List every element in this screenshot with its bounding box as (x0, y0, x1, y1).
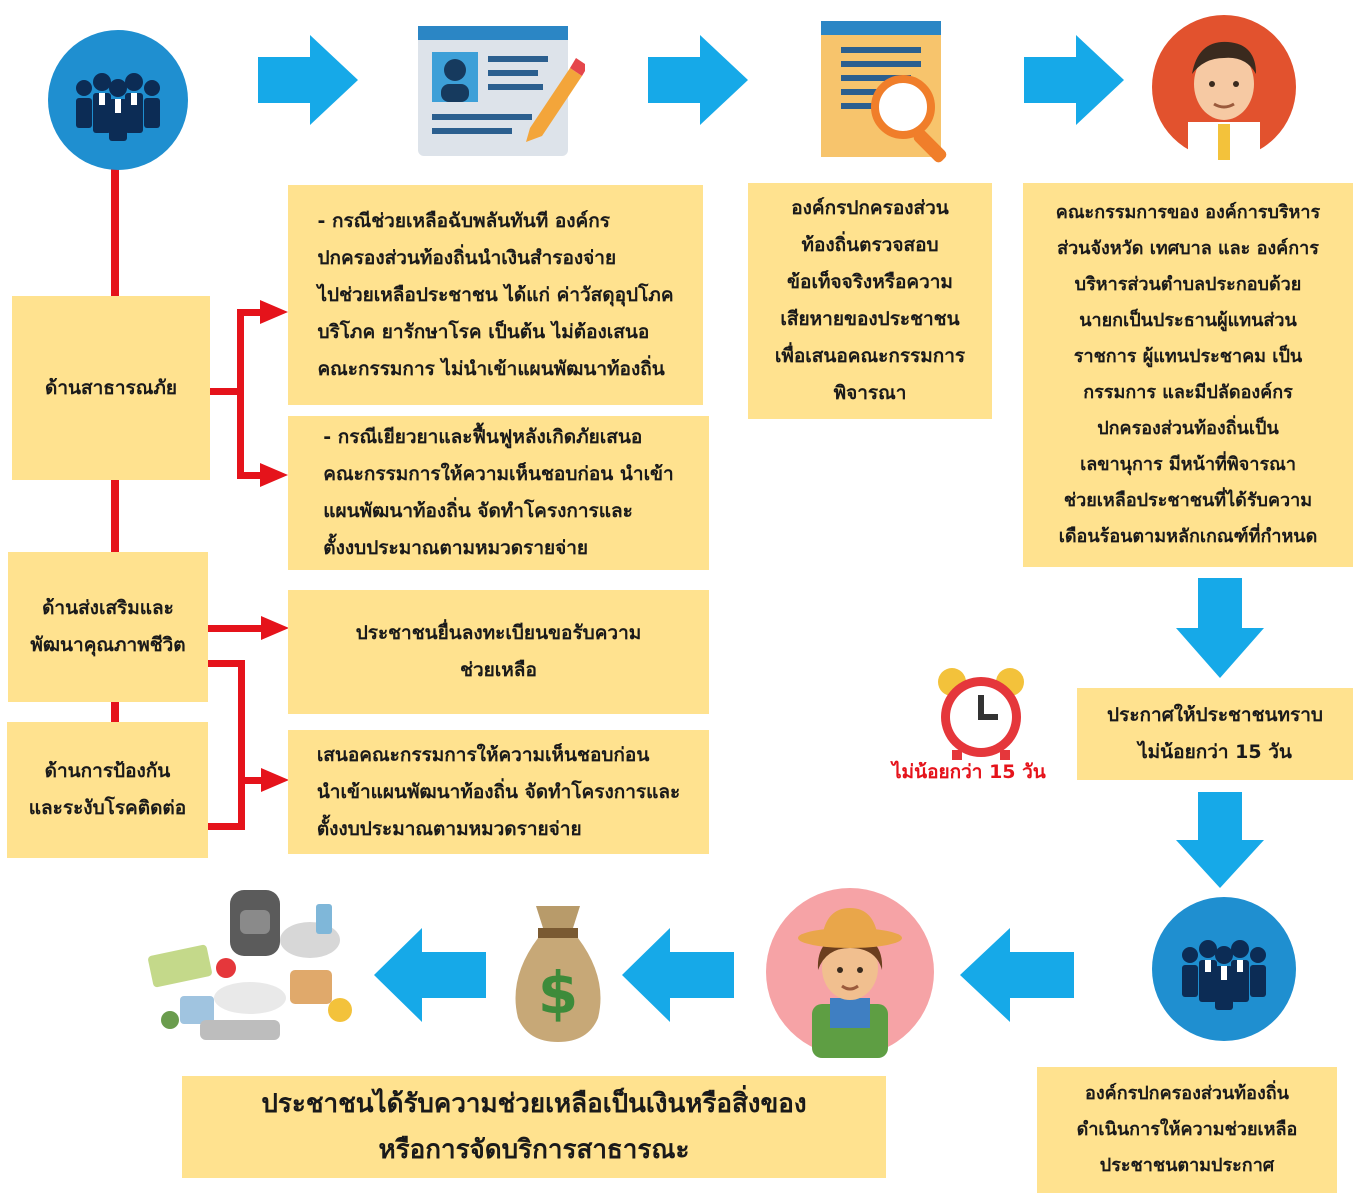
branch-line (237, 309, 262, 316)
branch-line (208, 388, 242, 395)
disease-category-label: ด้านการป้องกัน และระงับโรคติดต่อ (28, 760, 187, 819)
inspection-text: องค์กรปกครองส่วน ท้องถิ่นตรวจสอบ ข้อเท็จ… (774, 197, 966, 404)
blue-arrow-down (1176, 578, 1264, 678)
branch-line (237, 309, 244, 479)
propose-box: เสนอคณะกรรมการให้ความเห็นชอบก่อน นำเข้าแ… (288, 730, 709, 854)
blue-arrow-right (648, 35, 748, 125)
blue-arrow-left (622, 928, 734, 1022)
register-text: ประชาชนยื่นลงทะเบียนขอรับความ ช่วยเหลือ (355, 622, 642, 681)
result-box: ประชาชนได้รับความช่วยเหลือเป็นเงินหรือสิ… (182, 1076, 886, 1178)
implement-box: องค์กรปกครองส่วนท้องถิ่น ดำเนินการให้ควา… (1037, 1067, 1337, 1193)
document-magnifier-icon (821, 21, 947, 163)
blue-arrow-down (1176, 792, 1264, 888)
people-group-icon (48, 30, 188, 170)
register-box: ประชาชนยื่นลงทะเบียนขอรับความ ช่วยเหลือ (288, 590, 709, 714)
red-arrowhead (261, 616, 289, 640)
branch-line (208, 660, 245, 667)
blue-arrow-right (258, 35, 358, 125)
branch-line (238, 777, 263, 784)
recovery-case-box: - กรณีเยียวยาและฟื้นฟูหลังเกิดภัยเสนอ คณ… (288, 416, 709, 570)
spine-line (111, 700, 119, 726)
branch-line (208, 823, 245, 830)
money-bag-icon: $ (515, 906, 601, 1042)
red-arrowhead (261, 768, 289, 792)
alarm-clock-icon (938, 668, 1024, 760)
propose-text: เสนอคณะกรรมการให้ความเห็นชอบก่อน นำเข้าแ… (316, 743, 681, 840)
branch-line (238, 660, 245, 830)
red-arrowhead (260, 463, 288, 487)
farmer-icon (766, 888, 934, 1058)
recovery-case-text: - กรณีเยียวยาและฟื้นฟูหลังเกิดภัยเสนอ คณ… (323, 426, 674, 559)
blue-arrow-right (1024, 35, 1124, 125)
committee-text: คณะกรรมการของ องค์การบริหาร ส่วนจังหวัด … (1055, 202, 1321, 547)
result-text: ประชาชนได้รับความช่วยเหลือเป็นเงินหรือสิ… (261, 1089, 807, 1165)
emergency-case-box: - กรณีช่วยเหลือฉับพลันทันที องค์กร ปกครอ… (288, 185, 703, 405)
committee-box: คณะกรรมการของ องค์การบริหาร ส่วนจังหวัด … (1023, 183, 1353, 567)
disease-category-box: ด้านการป้องกัน และระงับโรคติดต่อ (7, 722, 208, 858)
spine-line (111, 165, 119, 305)
implement-text: องค์กรปกครองส่วนท้องถิ่น ดำเนินการให้ควา… (1076, 1083, 1298, 1176)
clock-duration-label: ไม่น้อยกว่า 15 วัน (892, 761, 1046, 783)
branch-line (237, 472, 262, 479)
official-person-icon (1152, 15, 1296, 162)
quality-of-life-category-box: ด้านส่งเสริมและ พัฒนาคุณภาพชีวิต (8, 552, 208, 702)
emergency-case-text: - กรณีช่วยเหลือฉับพลันทันที องค์กร ปกครอ… (317, 209, 674, 380)
inspection-box: องค์กรปกครองส่วน ท้องถิ่นตรวจสอบ ข้อเท็จ… (748, 183, 992, 419)
relief-goods-icon (148, 890, 352, 1040)
quality-of-life-category-label: ด้านส่งเสริมและ พัฒนาคุณภาพชีวิต (30, 597, 186, 656)
disaster-category-box: ด้านสาธารณภัย (12, 296, 210, 480)
announce-box: ประกาศให้ประชาชนทราบ ไม่น้อยกว่า 15 วัน (1077, 688, 1353, 780)
blue-arrow-left (374, 928, 486, 1022)
blue-arrow-left (960, 928, 1074, 1022)
red-arrowhead (260, 300, 288, 324)
announce-text: ประกาศให้ประชาชนทราบ ไม่น้อยกว่า 15 วัน (1107, 704, 1323, 763)
people-group-icon (1152, 897, 1296, 1041)
branch-line (208, 625, 263, 632)
application-form-icon (418, 26, 585, 156)
spine-line (111, 478, 119, 556)
disaster-category-label: ด้านสาธารณภัย (44, 376, 178, 399)
svg-text:$: $ (538, 959, 578, 1027)
